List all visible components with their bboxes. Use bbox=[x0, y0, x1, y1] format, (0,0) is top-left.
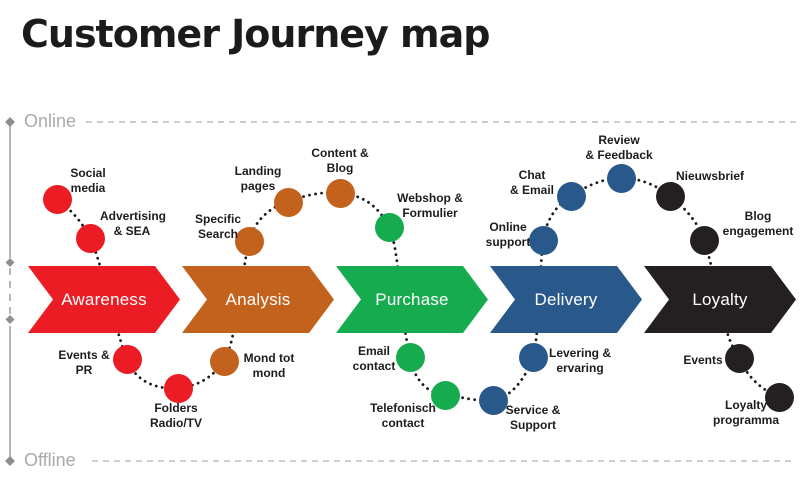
node-label-nieuwsbrief: Nieuwsbrief bbox=[675, 169, 744, 183]
node-label-levering-ervaring: Levering & ervaring bbox=[548, 346, 611, 375]
node-label-webshop-formulier: Webshop & Formulier bbox=[397, 191, 463, 220]
node-label-mond-tot-mond: Mond tot mond bbox=[243, 351, 295, 380]
node-label-landing-pages: Landing pages bbox=[234, 164, 282, 193]
node-review-feedback bbox=[606, 163, 636, 193]
node-label-service-support: Service & Support bbox=[505, 403, 561, 432]
stage-arrow-loyalty: Loyalty bbox=[644, 266, 796, 333]
node-telefonisch-contact bbox=[430, 380, 460, 410]
node-label-folders-radio-tv: Folders Radio/TV bbox=[149, 401, 202, 430]
node-label-blog-engagement: Blog engagement bbox=[722, 209, 794, 238]
node-label-events-pr: Events & PR bbox=[58, 348, 110, 377]
node-landing-pages bbox=[273, 187, 303, 217]
node-label-specific-search: Specific Search bbox=[194, 212, 242, 241]
node-advertising-sea bbox=[75, 223, 105, 253]
node-chat-email bbox=[556, 181, 586, 211]
axis-diamond-markers bbox=[5, 117, 15, 466]
node-blog-engagement bbox=[689, 225, 719, 255]
node-label-loyalty-programma: Loyalty programma bbox=[712, 398, 780, 427]
stage-arrow-delivery: Delivery bbox=[490, 266, 642, 333]
node-online-support bbox=[528, 225, 558, 255]
node-webshop-formulier bbox=[374, 212, 404, 242]
stage-arrow-analysis: Analysis bbox=[182, 266, 334, 333]
node-events-pr bbox=[112, 344, 142, 374]
stage-label-delivery: Delivery bbox=[534, 289, 598, 309]
node-label-review-feedback: Review & Feedback bbox=[585, 133, 653, 162]
node-specific-search bbox=[234, 226, 264, 256]
node-service-support bbox=[478, 385, 508, 415]
node-mond-tot-mond bbox=[209, 346, 239, 376]
node-levering-ervaring bbox=[518, 342, 548, 372]
node-label-advertising-sea: Advertising & SEA bbox=[100, 209, 167, 238]
node-label-events: Events bbox=[683, 353, 723, 367]
node-folders-radio-tv bbox=[163, 373, 193, 403]
node-label-chat-email: Chat & Email bbox=[509, 168, 554, 197]
node-label-online-support: Online support bbox=[485, 220, 531, 249]
page-title: Customer Journey map bbox=[21, 12, 490, 56]
offline-lane-label: Offline bbox=[24, 450, 76, 470]
stage-arrow-awareness: Awareness bbox=[28, 266, 180, 333]
node-nieuwsbrief bbox=[655, 181, 685, 211]
node-content-blog bbox=[325, 178, 355, 208]
node-label-social-media: Social media bbox=[70, 166, 106, 195]
node-loyalty-programma bbox=[764, 382, 794, 412]
node-social-media bbox=[42, 184, 72, 214]
node-label-content-blog: Content & Blog bbox=[311, 146, 369, 175]
stage-label-loyalty: Loyalty bbox=[692, 289, 748, 309]
node-email-contact bbox=[395, 342, 425, 372]
stage-arrow-purchase: Purchase bbox=[336, 266, 488, 333]
node-events bbox=[724, 343, 754, 373]
node-label-telefonisch-contact: Telefonisch contact bbox=[370, 401, 436, 430]
stage-label-analysis: Analysis bbox=[225, 289, 291, 309]
stage-label-awareness: Awareness bbox=[61, 289, 147, 309]
stage-label-purchase: Purchase bbox=[375, 289, 449, 309]
online-lane-label: Online bbox=[24, 111, 77, 131]
node-label-email-contact: Email contact bbox=[352, 344, 396, 373]
